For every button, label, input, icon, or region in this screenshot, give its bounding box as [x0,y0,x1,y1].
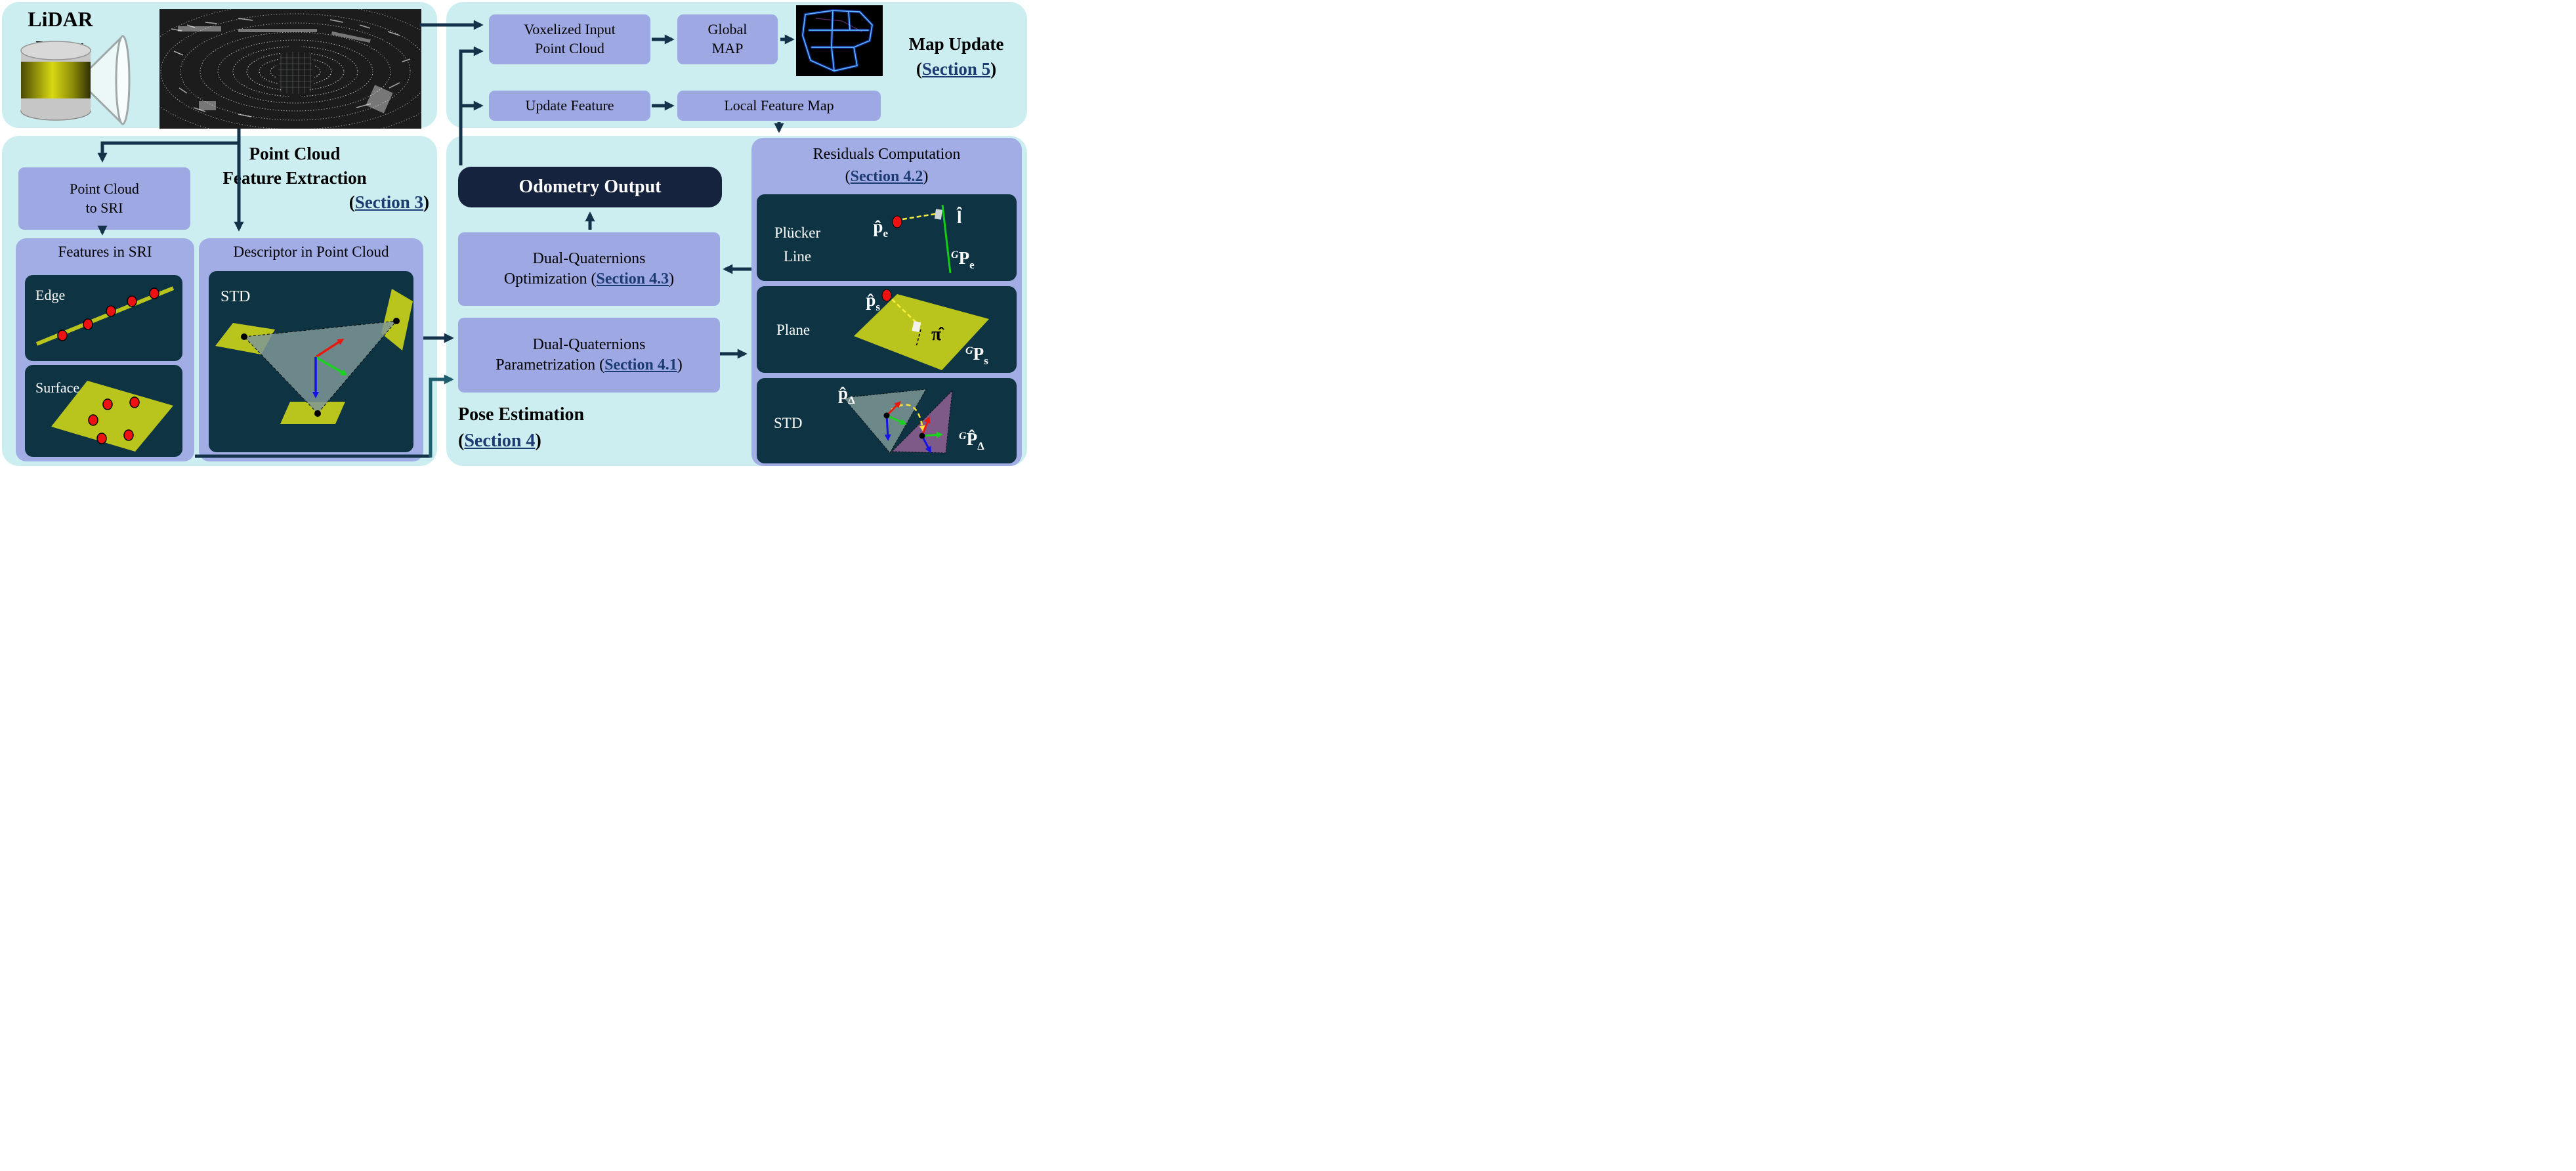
plane-p-label: p̂s [866,290,880,313]
map-update-title: Map Update (Section 5) [887,32,1025,81]
plucker-line-graphic: Plücker Line p̂e l̂ GPe [774,204,975,274]
residuals-title: Residuals Computation (Section 4.2) [751,143,1022,188]
lidar-sensor-icon [20,35,131,125]
pose-section: (Section 4) [458,431,541,451]
pc-to-sri-line1: Point Cloud [70,180,139,197]
link-section-5[interactable]: Section 5 [921,59,991,79]
fe-section: (Section 3) [348,192,429,212]
lidar-title-line1: LiDAR [28,7,93,31]
surface-points [88,396,140,444]
plucker-p-label: p̂e [873,217,888,240]
std-vertices [241,318,400,417]
plane-pi-label: π̂ [931,324,944,345]
descriptor-title: Descriptor in Point Cloud [233,244,389,260]
global-map-line2: MAP [711,40,744,56]
features-in-sri-title: Features in SRI [58,244,152,260]
update-feature-box: Update Feature [489,91,650,121]
point-cloud-to-sri-box: Point Cloud to SRI [18,167,190,230]
map-update-section: (Section 5) [916,59,997,79]
map-update-panel: Voxelized Input Point Cloud Global MAP [446,2,1027,128]
dq-opt-line2: Optimization (Section 4.3) [503,270,675,287]
residuals-title-text: Residuals Computation [813,146,961,163]
std-residual-label: STD [774,415,802,431]
transform-arc [891,404,925,432]
surface-feature-panel: Surface [25,365,182,457]
voxelized-line2: Point Cloud [535,40,604,56]
pc-to-sri-line2: to SRI [85,199,123,216]
plucker-P-label: GPe [951,248,975,271]
odometry-output-box: Odometry Output [458,167,722,207]
link-section-4-2[interactable]: Section 4.2 [850,168,923,185]
voxelized-line1: Voxelized Input [524,21,616,38]
feature-extraction-title: Point Cloud Feature Extraction (Section … [158,142,432,215]
surface-feature-graphic: Surface [35,379,173,452]
surface-label: Surface [35,379,79,396]
plane-panel: Plane p̂s π̂ GPs [757,286,1017,373]
link-section-4-1[interactable]: Section 4.1 [604,356,677,373]
global-map-image [796,5,883,76]
residuals-panel: Residuals Computation (Section 4.2) Plüc… [751,138,1022,466]
dq-param-line1: Dual-Quaternions [532,335,646,353]
edge-feature-panel: Edge [25,275,182,361]
local-feature-map-label: Local Feature Map [724,96,834,114]
plucker-label-line1: Plücker [774,224,821,241]
link-section-4-3[interactable]: Section 4.3 [596,270,669,287]
std-p-label: p̂Δ [838,383,855,406]
plucker-line-panel: Plücker Line p̂e l̂ GPe [757,194,1017,281]
link-section-4[interactable]: Section 4 [464,431,536,451]
std-descriptor-graphic: STD [215,288,413,424]
dq-opt-line1: Dual-Quaternions [532,249,646,267]
perpendicular-marker [934,209,942,220]
edge-points [57,287,159,341]
plucker-line-segment [941,204,952,274]
plucker-label-line2: Line [784,248,811,265]
descriptor-container: Descriptor in Point Cloud STD [199,238,423,461]
std-triangle [243,320,398,414]
odometry-output-label: Odometry Output [518,176,662,197]
voxelized-input-box: Voxelized Input Point Cloud [489,14,650,64]
point-cloud-image [159,9,421,129]
lidar-input-panel: LiDAR Input [2,2,437,129]
link-section-3[interactable]: Section 3 [354,192,423,212]
perpendicular-marker [912,321,921,333]
plucker-l-label: l̂ [956,207,963,227]
std-residual-panel: STD p̂Δ GP̂Δ [757,378,1017,463]
plane-point [881,289,892,302]
std-residual-graphic: STD p̂Δ GP̂Δ [774,383,984,454]
global-map-box: Global MAP [677,14,778,64]
std-P-label: GP̂Δ [959,429,984,452]
dq-param-line2: Parametrization (Section 4.1) [496,356,683,373]
lidar-cone-mouth [115,35,131,125]
plane-label: Plane [776,322,810,338]
feature-extraction-panel: Point Cloud Feature Extraction (Section … [2,136,437,466]
plane-graphic: Plane p̂s π̂ GPs [776,289,989,370]
plane-P-label: GPs [965,344,988,367]
figure-canvas: LiDAR Input [0,0,1029,468]
plane-quad [854,294,989,370]
dq-optimization-box: Dual-Quaternions Optimization (Section 4… [458,232,720,306]
update-feature-label: Update Feature [525,96,614,114]
global-map-line1: Global [707,21,748,38]
plucker-point [892,215,902,228]
dq-parametrization-box: Dual-Quaternions Parametrization (Sectio… [458,318,720,393]
fe-title-line1: Point Cloud [249,144,341,163]
edge-label: Edge [35,287,65,303]
map-update-title-text: Map Update [908,34,1004,54]
rgb-axes-icon [312,338,348,398]
pose-estimation-title: Pose Estimation (Section 4) [458,402,584,454]
fe-title-line2: Feature Extraction [222,168,367,188]
pose-title-text: Pose Estimation [458,404,585,425]
std-triangle-estimate [843,389,927,454]
std-descriptor-panel: STD [209,271,413,452]
features-in-sri-container: Features in SRI Edge Surface [16,238,194,461]
residuals-section: (Section 4.2) [845,168,929,185]
local-feature-map-box: Local Feature Map [677,91,881,121]
edge-feature-graphic: Edge [35,286,175,346]
std-label: STD [221,288,250,305]
